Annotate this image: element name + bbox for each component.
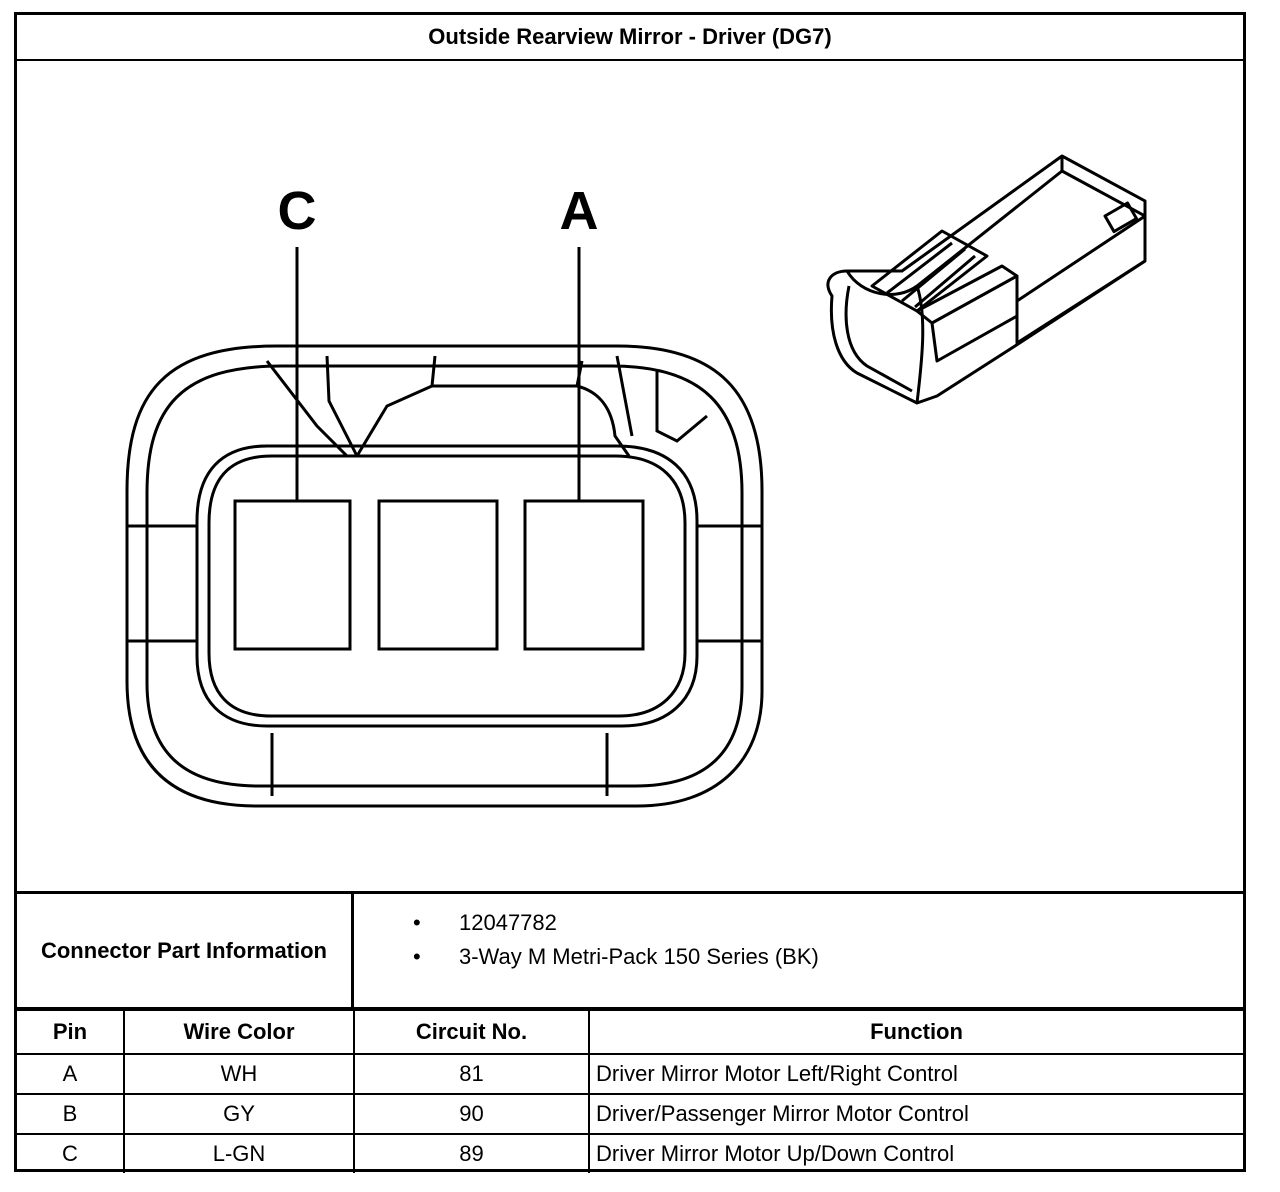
header-pin: Pin [17, 1009, 125, 1055]
connector-face-drawing: C A [125, 154, 1147, 808]
pin-table-header: Pin Wire Color Circuit No. Function [17, 1009, 1243, 1055]
pin-cell: C [17, 1133, 125, 1173]
header-wire-color: Wire Color [123, 1009, 355, 1055]
circuit-cell: 89 [353, 1133, 590, 1173]
table-row: A WH 81 Driver Mirror Motor Left/Right C… [17, 1053, 1243, 1095]
circuit-cell: 90 [353, 1093, 590, 1135]
connector-description: 3-Way M Metri-Pack 150 Series (BK) [367, 940, 819, 974]
pin-cell: A [17, 1053, 125, 1095]
connector-info-label: Connector Part Information [17, 894, 354, 1007]
housing-cavity-inner [207, 454, 687, 718]
header-circuit-no: Circuit No. [353, 1009, 590, 1055]
function-cell: Driver/Passenger Mirror Motor Control [588, 1093, 1243, 1135]
wire-color-cell: L-GN [123, 1133, 355, 1173]
circuit-cell: 81 [353, 1053, 590, 1095]
locking-ramp [265, 355, 708, 458]
pin-label-c: C [278, 181, 317, 241]
wire-color-cell: GY [123, 1093, 355, 1135]
function-cell: Driver Mirror Motor Up/Down Control [588, 1133, 1243, 1173]
pin-label-a: A [560, 181, 599, 241]
header-function: Function [588, 1009, 1243, 1055]
pin-cavity-a [523, 499, 645, 651]
connector-sheet: Outside Rearview Mirror - Driver (DG7) [14, 12, 1246, 1173]
table-row: B GY 90 Driver/Passenger Mirror Motor Co… [17, 1093, 1243, 1135]
connector-diagram: C A [17, 61, 1243, 891]
pin-cavity-c [233, 499, 352, 651]
housing-inner-rim [145, 364, 744, 788]
function-cell: Driver Mirror Motor Left/Right Control [588, 1053, 1243, 1095]
table-row: C L-GN 89 Driver Mirror Motor Up/Down Co… [17, 1133, 1243, 1173]
pin-cavity-b [377, 499, 499, 651]
connector-part-info: Connector Part Information 12047782 3-Wa… [17, 891, 1243, 1009]
connector-info-list: 12047782 3-Way M Metri-Pack 150 Series (… [367, 906, 819, 974]
page-title: Outside Rearview Mirror - Driver (DG7) [17, 15, 1243, 61]
pin-table: Pin Wire Color Circuit No. Function A WH… [17, 1009, 1243, 1173]
connector-iso-view [826, 154, 1147, 405]
housing-cavity [195, 444, 699, 728]
pin-cell: B [17, 1093, 125, 1135]
part-number: 12047782 [367, 906, 819, 940]
wire-color-cell: WH [123, 1053, 355, 1095]
housing-outer [125, 344, 764, 808]
